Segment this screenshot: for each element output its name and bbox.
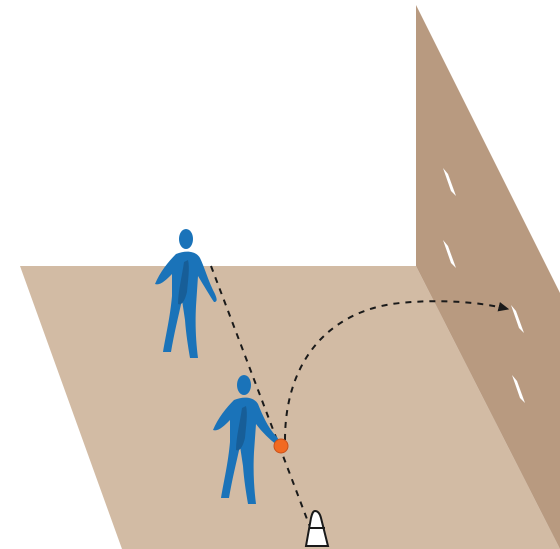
marker-cone [304, 509, 330, 547]
ball-trajectory-dashed-arrow [284, 300, 510, 441]
line-of-sight-dashed [210, 265, 311, 528]
player-front-body [213, 397, 279, 504]
player-front-arm-shade [236, 406, 247, 451]
player-front-head [237, 375, 251, 395]
wall-slits [443, 168, 525, 403]
wall-slit-4 [512, 375, 525, 403]
ball [273, 438, 289, 454]
player-back-arm-shade [178, 260, 189, 305]
court-floor [20, 266, 560, 549]
side-wall [416, 5, 560, 549]
player-back-body [155, 251, 217, 358]
wall-slit-2 [443, 240, 456, 268]
player-back-head [179, 229, 193, 249]
wall-slit-3 [511, 305, 524, 333]
player-back [155, 229, 217, 358]
wall-slit-1 [443, 168, 456, 196]
player-front [213, 375, 279, 504]
